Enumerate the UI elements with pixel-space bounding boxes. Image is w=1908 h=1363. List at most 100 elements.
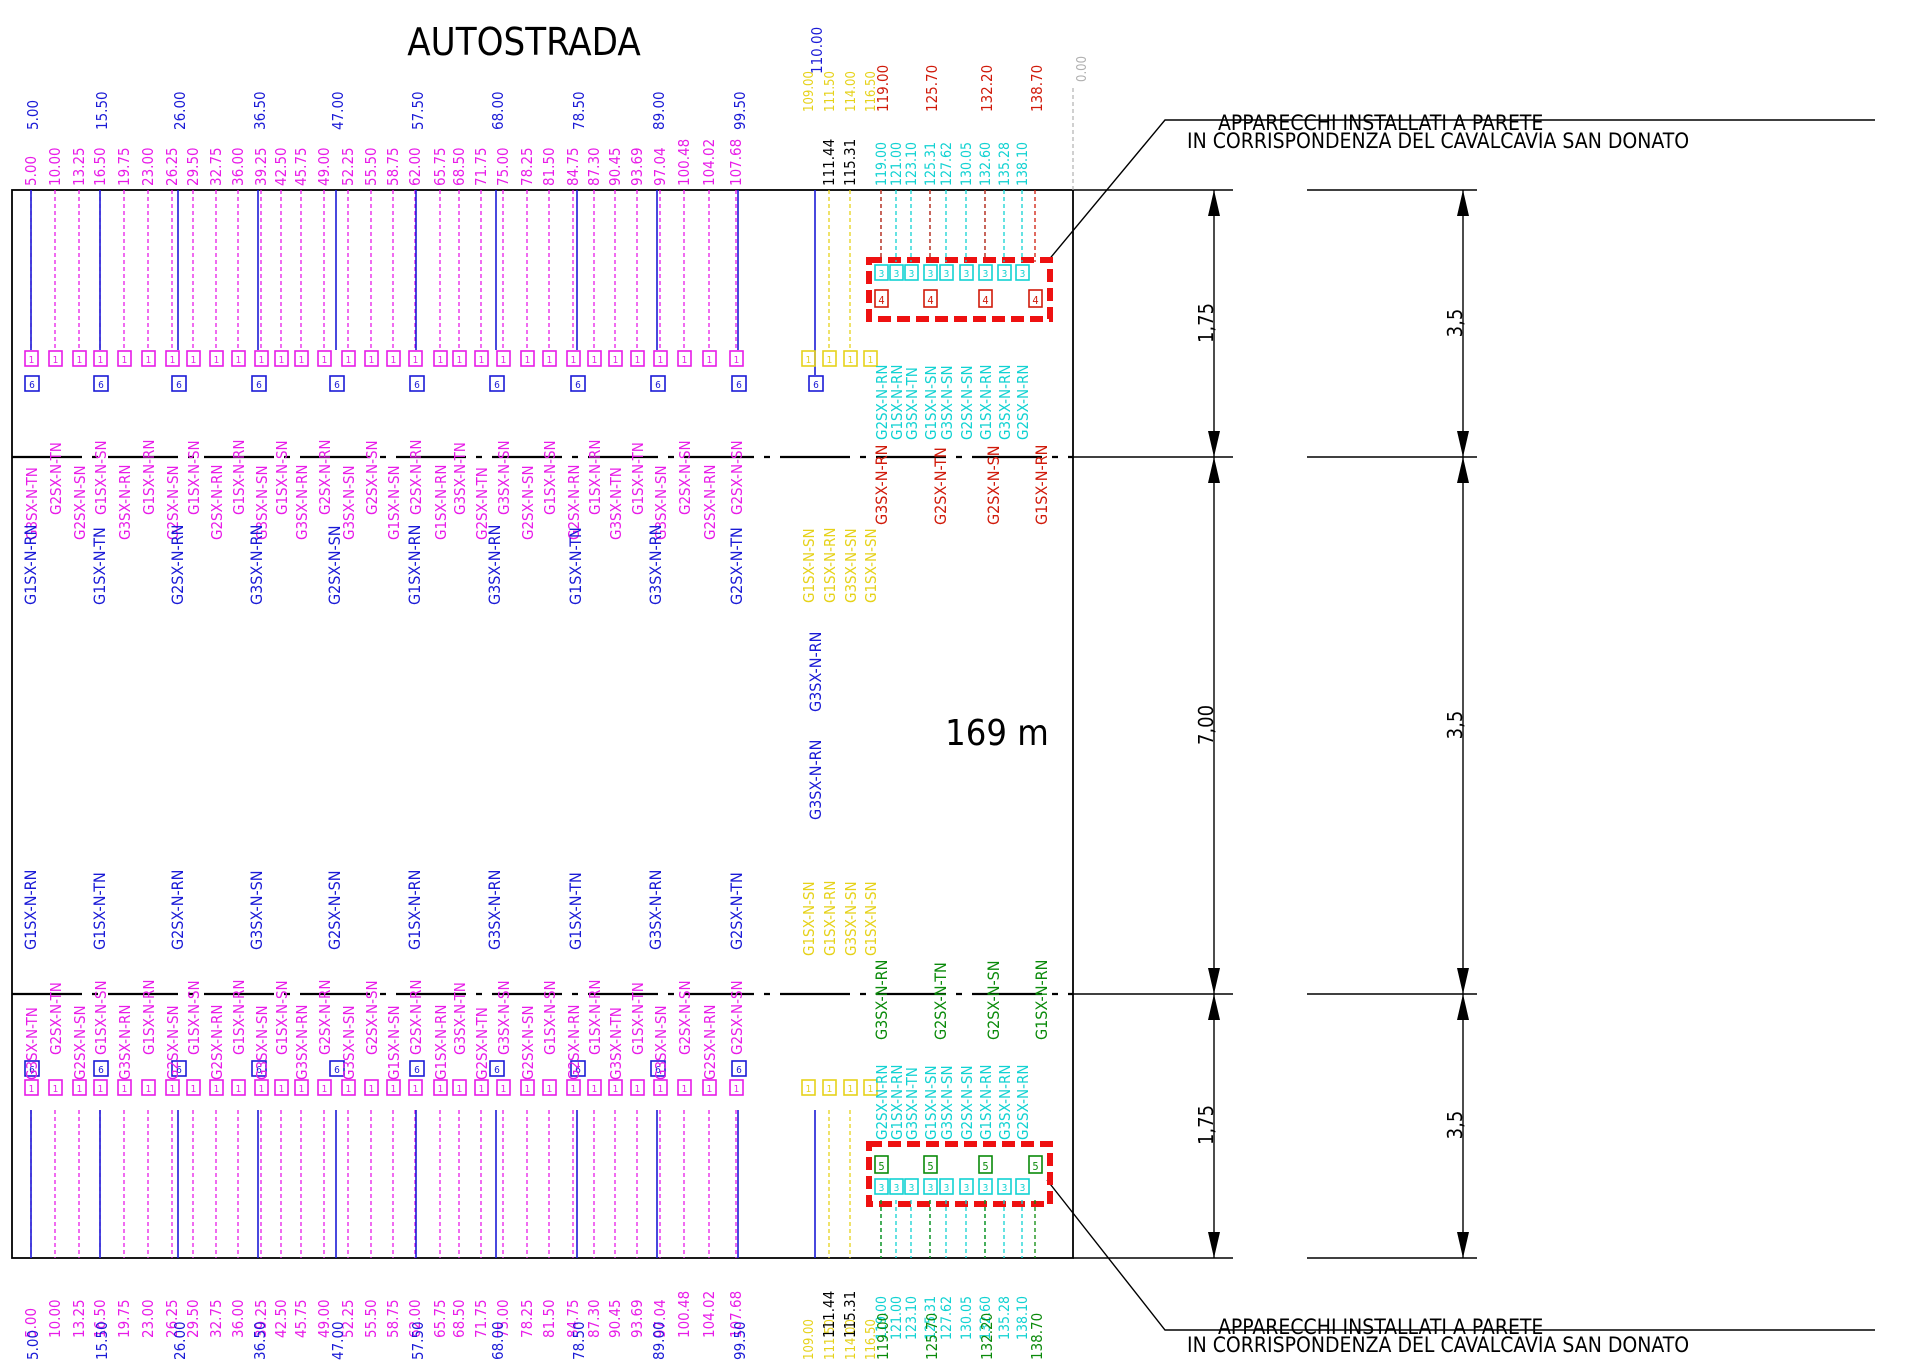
magenta-fixture-box-top-16-label: 1 xyxy=(391,355,397,366)
magenta-fixture-box-bottom-27 xyxy=(630,1079,645,1096)
upper-magenta-code-8: G2SX-N-RN xyxy=(208,465,226,540)
lower-magenta-code-8: G2SX-N-RN xyxy=(208,1005,226,1080)
blue-fixture-box-bottom-2-label: 6 xyxy=(176,1065,182,1076)
magenta-fixture-box-bottom-13-label: 1 xyxy=(322,1084,328,1095)
yellow-fixture-box-bottom-1-label: 1 xyxy=(827,1084,833,1095)
yellow-value-bottom-0: 109.00 xyxy=(802,1319,817,1360)
cyan-wall-box-bottom-4 xyxy=(939,1178,954,1195)
magenta-position-top-26: 90.45 xyxy=(606,147,624,186)
red-wall-box-1 xyxy=(923,289,938,308)
magenta-position-bottom-29: 100.48 xyxy=(675,1291,693,1338)
cyan-wall-box-top-0 xyxy=(874,264,889,281)
lower-magenta-code-9: G1SX-N-RN xyxy=(230,980,248,1055)
magenta-fixture-box-top-28 xyxy=(653,350,668,367)
blue-fixture-box-top-7-label: 6 xyxy=(575,380,581,391)
blue-fixture-box-bottom-3-label: 6 xyxy=(256,1065,262,1076)
lower-green-code-0: G3SX-N-RN xyxy=(872,960,891,1040)
magenta-fixture-box-bottom-23 xyxy=(542,1079,557,1096)
magenta-fixture-box-top-15 xyxy=(364,350,379,367)
upper-magenta-code-29: G2SX-N-SN xyxy=(676,440,694,515)
magenta-position-top-15: 55.50 xyxy=(362,147,380,186)
blue-position-bottom-7: 78.50 xyxy=(570,1321,588,1360)
red-wall-box-3 xyxy=(1028,289,1043,308)
green-wall-box-2-label: 5 xyxy=(982,1160,988,1173)
cyan-wall-box-top-2-label: 3 xyxy=(909,269,915,280)
magenta-fixture-box-top-25-label: 1 xyxy=(592,355,598,366)
blue-position-top-7: 78.50 xyxy=(570,91,588,130)
magenta-fixture-box-top-21-label: 1 xyxy=(501,355,507,366)
magenta-fixture-box-top-2-label: 1 xyxy=(77,355,83,366)
magenta-fixture-box-bottom-28 xyxy=(653,1079,668,1096)
lower-magenta-code-7: G1SX-N-SN xyxy=(185,980,203,1055)
magenta-fixture-box-bottom-5 xyxy=(141,1079,156,1096)
magenta-position-bottom-2: 13.25 xyxy=(70,1299,88,1338)
magenta-fixture-box-top-17-label: 1 xyxy=(413,355,419,366)
lower-blue-code-8: G3SX-N-RN xyxy=(646,870,665,950)
magenta-fixture-box-top-6 xyxy=(165,350,180,367)
magenta-fixture-box-bottom-1 xyxy=(48,1079,63,1096)
lower-magenta-code-10: G3SX-N-SN xyxy=(253,1005,271,1080)
magenta-fixture-box-top-19 xyxy=(452,350,467,367)
yellow-fixture-box-top-1 xyxy=(822,350,837,367)
upper-magenta-code-30: G2SX-N-RN xyxy=(701,465,719,540)
yellow-fixture-box-bottom-0-label: 1 xyxy=(806,1084,812,1095)
magenta-fixture-box-top-9 xyxy=(231,350,246,367)
blue-fixture-box-bottom-3 xyxy=(251,1060,267,1077)
lower-magenta-code-11: G1SX-N-SN xyxy=(273,980,291,1055)
upper-magenta-code-20: G2SX-N-TN xyxy=(473,467,491,540)
cyan-wall-box-bottom-1-label: 3 xyxy=(894,1183,900,1194)
blue-fixture-box-bottom-0-label: 6 xyxy=(29,1065,35,1076)
magenta-fixture-box-bottom-6-label: 1 xyxy=(170,1084,176,1095)
red-wall-box-1-label: 4 xyxy=(927,294,933,307)
blue-fixture-box-bottom-8-label: 6 xyxy=(655,1065,661,1076)
cyan-wall-box-top-4-label: 3 xyxy=(944,269,950,280)
magenta-fixture-box-bottom-25 xyxy=(587,1079,602,1096)
lower-magenta-code-31: G2SX-N-SN xyxy=(728,980,746,1055)
lower-yellow-code-3: G1SX-N-SN xyxy=(862,881,880,956)
cyan-position-bottom-0: 119.00 xyxy=(874,1296,890,1340)
callout-leader-top xyxy=(1046,119,1875,263)
magenta-position-bottom-0: 5.00 xyxy=(22,1308,40,1338)
callout-bottom-line1: APPARECCHI INSTALLATI A PARETE xyxy=(1218,1315,1543,1339)
magenta-fixture-box-top-20 xyxy=(474,350,489,367)
upper-cyan-code-1: G1SX-N-RN xyxy=(888,365,906,440)
magenta-fixture-box-bottom-0 xyxy=(24,1079,39,1096)
lower-blue-code-0: G1SX-N-RN xyxy=(21,870,40,950)
yellow-value-top-0: 109.00 xyxy=(802,71,817,112)
blue-fixture-box-top-110 xyxy=(808,375,824,392)
upper-red-code-2: G2SX-N-SN xyxy=(984,445,1003,525)
upper-magenta-code-1: G2SX-N-TN xyxy=(47,442,65,515)
reference-zero-label: 0.00 xyxy=(1075,56,1090,82)
upper-magenta-code-31: G2SX-N-SN xyxy=(728,440,746,515)
magenta-fixture-box-top-14 xyxy=(341,350,356,367)
green-wall-box-3-label: 5 xyxy=(1032,1160,1038,1173)
magenta-position-top-27: 93.69 xyxy=(628,147,646,186)
magenta-fixture-box-bottom-21-label: 1 xyxy=(501,1084,507,1095)
cyan-wall-box-top-4 xyxy=(939,264,954,281)
magenta-fixture-box-bottom-6 xyxy=(165,1079,180,1096)
cyan-position-bottom-2: 123.10 xyxy=(904,1296,920,1340)
cyan-wall-box-bottom-5-label: 3 xyxy=(964,1183,970,1194)
magenta-fixture-box-bottom-30-label: 1 xyxy=(707,1084,713,1095)
cyan-position-bottom-7: 135.28 xyxy=(997,1296,1013,1340)
upper-magenta-code-11: G1SX-N-SN xyxy=(273,440,291,515)
blue-position-top-1: 15.50 xyxy=(93,91,111,130)
red-wall-box-3-label: 4 xyxy=(1032,294,1038,307)
lower-green-code-2: G2SX-N-SN xyxy=(984,960,1003,1040)
callout-top-line2: IN CORRISPONDENZA DEL CAVALCAVIA SAN DON… xyxy=(1187,129,1689,153)
cyan-position-top-7: 135.28 xyxy=(997,142,1013,186)
red-wall-box-2 xyxy=(978,289,993,308)
magenta-fixture-box-bottom-10 xyxy=(254,1079,269,1096)
red-value-top-0: 119.00 xyxy=(874,65,892,112)
callout-bottom-line2: IN CORRISPONDENZA DEL CAVALCAVIA SAN DON… xyxy=(1187,1333,1689,1357)
magenta-position-top-9: 36.00 xyxy=(229,147,247,186)
cyan-wall-box-top-5 xyxy=(959,264,974,281)
upper-cyan-code-6: G1SX-N-RN xyxy=(977,365,995,440)
blue-fixture-box-bottom-4-label: 6 xyxy=(334,1065,340,1076)
cyan-position-top-1: 121.00 xyxy=(889,142,905,186)
lower-magenta-code-24: G2SX-N-RN xyxy=(565,1005,583,1080)
lower-magenta-code-20: G2SX-N-TN xyxy=(473,1007,491,1080)
lower-magenta-code-21: G3SX-N-SN xyxy=(495,980,513,1055)
magenta-fixture-box-bottom-9-label: 1 xyxy=(236,1084,242,1095)
magenta-fixture-box-top-29 xyxy=(677,350,692,367)
